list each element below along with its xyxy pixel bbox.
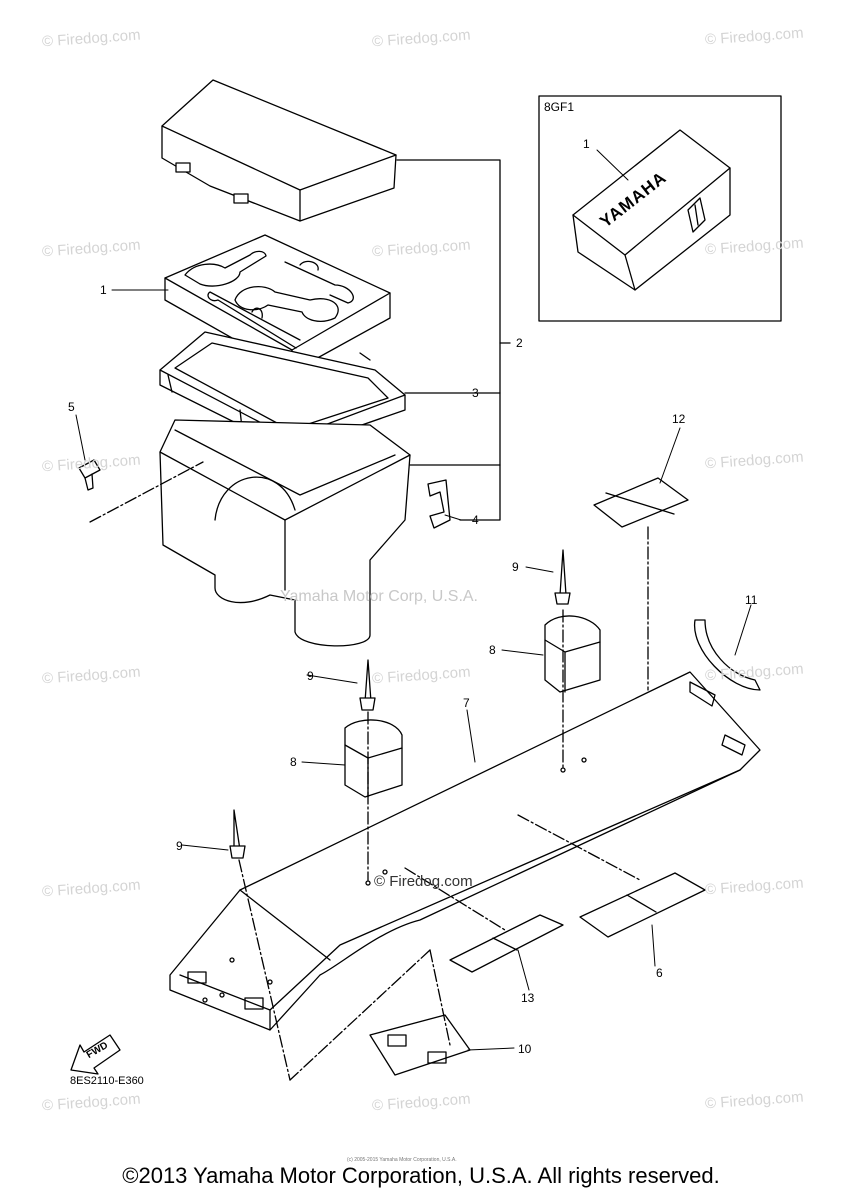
label-13: [449, 914, 564, 973]
tiny-credit: (c) 2005-2015 Yamaha Motor Corporation, …: [347, 1157, 457, 1163]
rivet-9-b: [359, 659, 376, 711]
label-6: [579, 872, 706, 938]
inset-panel: [538, 95, 782, 322]
plate-10: [369, 1014, 471, 1076]
watermark-center: Yamaha Motor Corp, U.S.A.: [280, 588, 478, 605]
bracket-8-upper: [544, 615, 601, 693]
storage-box-body: [78, 419, 451, 647]
callout-1: 1: [100, 283, 107, 297]
callout-2: 2: [516, 336, 523, 350]
callout-7: 7: [463, 696, 470, 710]
inset-model-code: 8GF1: [544, 100, 575, 114]
hole-markers: [267, 757, 587, 985]
tool-kit-tray: [164, 234, 391, 373]
rivet-9-a: [554, 549, 571, 605]
storage-tray-base: [169, 619, 761, 1031]
callout-8-lower: 8: [290, 755, 297, 769]
storage-box-frame: [159, 331, 406, 451]
callout-10: 10: [518, 1042, 532, 1056]
callout-9-lower: 9: [176, 839, 183, 853]
callout-9-upper: 9: [512, 560, 519, 574]
inset-callout-1: 1: [583, 137, 590, 151]
rivet-9-c: [229, 809, 246, 859]
diagram-code: 8ES2110-E360: [70, 1075, 144, 1087]
label-12: [593, 477, 689, 528]
callout-11: 11: [745, 593, 758, 607]
callout-12: 12: [672, 412, 686, 426]
callout-6: 6: [656, 966, 663, 980]
assembly-guide-lines: [89, 461, 649, 1081]
callout-3: 3: [472, 386, 479, 400]
fwd-arrow: [70, 1034, 121, 1075]
bracket-8-lower: [344, 719, 403, 798]
assembly-bracket: [396, 159, 511, 521]
callout-13: 13: [521, 991, 535, 1005]
callout-leaders: [75, 149, 752, 1051]
callout-5: 5: [68, 400, 75, 414]
copyright-footer: ©2013 Yamaha Motor Corporation, U.S.A. A…: [122, 1163, 720, 1188]
callout-4: 4: [472, 513, 479, 527]
storage-box-lid: [161, 79, 397, 222]
callout-8-upper: 8: [489, 643, 496, 657]
callout-9-middle: 9: [307, 669, 314, 683]
watermark-center-dark: © Firedog.com: [374, 873, 473, 890]
